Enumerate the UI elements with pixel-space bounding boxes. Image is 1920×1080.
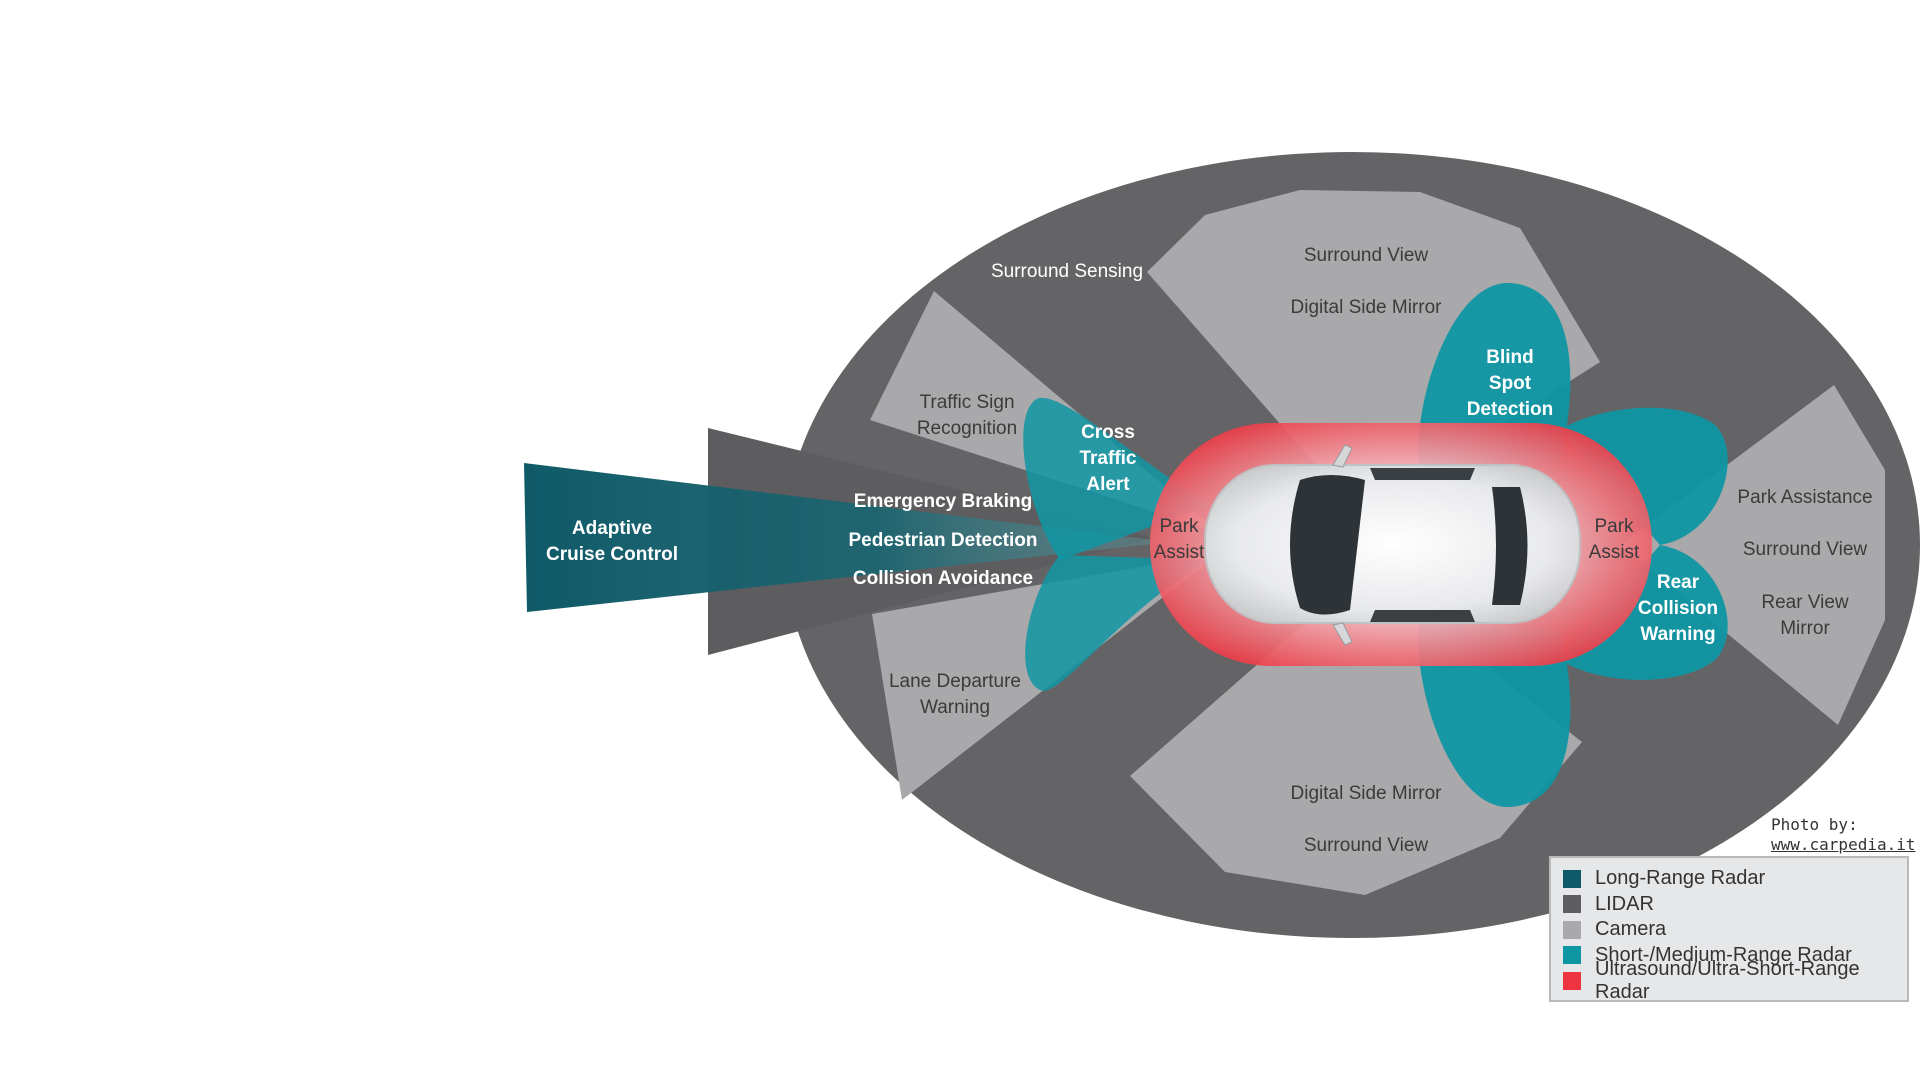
blind-spot-detection-label-3: Detection <box>1467 399 1554 420</box>
park-assist-rear-label-2: Assist <box>1589 542 1640 563</box>
rear-collision-warning-label-2: Collision <box>1638 598 1718 619</box>
legend: Long-Range Radar LIDAR Camera Short-/Med… <box>1549 856 1909 1003</box>
legend-swatch-ultrasound <box>1563 971 1581 990</box>
rear-view-mirror-label-1: Rear View <box>1761 592 1849 613</box>
bottom-surround-view-label: Surround View <box>1304 835 1429 856</box>
cross-traffic-alert-label-2: Traffic <box>1079 448 1136 469</box>
adaptive-cruise-control-label-1: Adaptive <box>572 518 652 539</box>
legend-label: Camera <box>1595 918 1667 941</box>
park-assist-front-label-2: Assist <box>1154 542 1205 563</box>
blind-spot-lobe-bottom <box>1418 620 1571 808</box>
pedestrian-detection-label: Pedestrian Detection <box>849 530 1038 551</box>
blind-spot-detection-label-1: Blind <box>1486 347 1534 368</box>
legend-label: Ultrasound/Ultra-Short-Range Radar <box>1595 957 1860 1003</box>
blind-spot-detection-label-2: Spot <box>1489 373 1532 394</box>
lane-departure-label-1: Lane Departure <box>889 671 1021 692</box>
top-digital-side-mirror-label: Digital Side Mirror <box>1291 297 1443 318</box>
surround-sensing-label: Surround Sensing <box>991 261 1143 282</box>
rear-radar-lobe-top <box>1560 407 1728 545</box>
bottom-digital-side-mirror-label: Digital Side Mirror <box>1291 783 1443 804</box>
rear-radar-lobe-bottom <box>1560 545 1728 680</box>
legend-label: Short-/Medium-Range Radar <box>1595 943 1852 966</box>
photo-credit-prefix: Photo by: <box>1771 815 1858 834</box>
legend-swatch-short-medium-radar <box>1563 946 1581 965</box>
right-surround-view-label: Surround View <box>1743 539 1868 560</box>
legend-item: Short-/Medium-Range Radar <box>1563 943 1907 969</box>
photo-credit-link[interactable]: www.carpedia.it <box>1771 835 1916 854</box>
legend-swatch-long-range-radar <box>1563 869 1581 888</box>
legend-label: LIDAR <box>1595 892 1654 915</box>
park-assistance-label: Park Assistance <box>1737 487 1872 508</box>
camera-bottom-wedge <box>1130 570 1582 895</box>
top-surround-view-label: Surround View <box>1304 245 1429 266</box>
camera-right-wedge <box>1620 385 1885 725</box>
legend-swatch-lidar <box>1563 895 1581 914</box>
car-top-view <box>1204 444 1581 646</box>
legend-swatch-camera <box>1563 920 1581 939</box>
legend-item: Long-Range Radar <box>1563 866 1907 892</box>
park-assist-rear-label-1: Park <box>1594 516 1634 537</box>
legend-label: Long-Range Radar <box>1595 867 1766 890</box>
traffic-sign-label-2: Recognition <box>917 418 1017 439</box>
traffic-sign-label-1: Traffic Sign <box>919 392 1014 413</box>
collision-avoidance-label: Collision Avoidance <box>853 568 1033 589</box>
legend-item: Ultrasound/Ultra-Short-Range Radar <box>1563 958 1907 1003</box>
adaptive-cruise-control-label-2: Cruise Control <box>546 544 678 565</box>
long-range-radar-beam <box>524 463 1170 612</box>
legend-item: Camera <box>1563 917 1907 943</box>
emergency-braking-label: Emergency Braking <box>854 491 1032 512</box>
photo-credit: Photo by: www.carpedia.it <box>1771 815 1916 855</box>
cross-traffic-alert-label-1: Cross <box>1081 422 1135 443</box>
park-assist-front-label-1: Park <box>1159 516 1199 537</box>
rear-view-mirror-label-2: Mirror <box>1780 618 1830 639</box>
rear-collision-warning-label-1: Rear <box>1657 572 1700 593</box>
rear-collision-warning-label-3: Warning <box>1640 624 1715 645</box>
cross-traffic-alert-label-3: Alert <box>1086 474 1130 495</box>
lane-departure-label-2: Warning <box>920 697 990 718</box>
legend-item: LIDAR <box>1563 892 1907 918</box>
